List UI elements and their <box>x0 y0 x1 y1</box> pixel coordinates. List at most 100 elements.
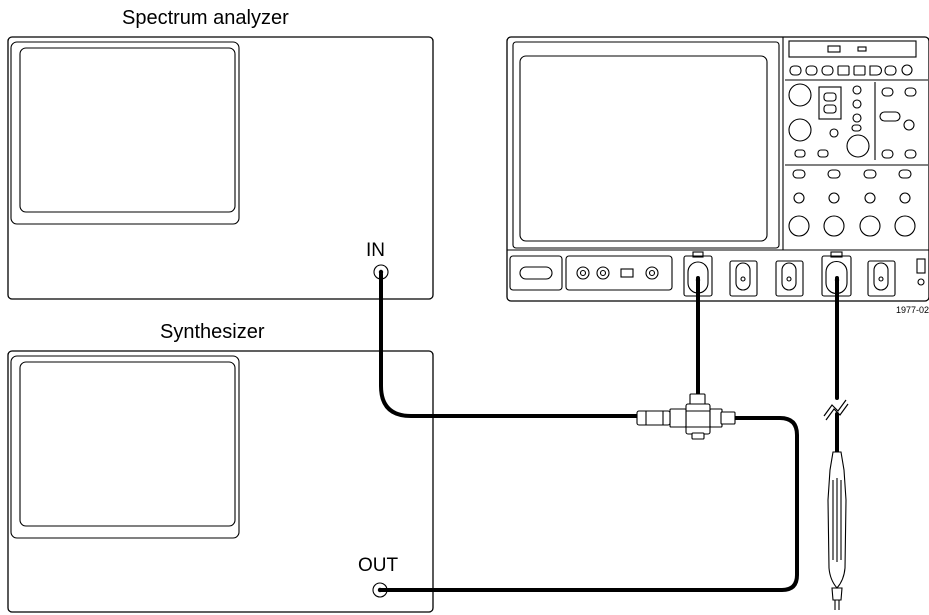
spectrum-analyzer-screen <box>19 47 236 213</box>
oscilloscope-button <box>823 104 837 114</box>
oscilloscope-aux-connector <box>599 269 607 277</box>
bnc-plug <box>636 410 671 426</box>
oscilloscope-knob-small <box>852 113 862 123</box>
oscilloscope-side-slot <box>916 258 926 274</box>
oscilloscope-button <box>851 124 862 132</box>
oscilloscope-aux-connector <box>579 269 587 277</box>
oscilloscope-ch4-bnc <box>825 261 848 294</box>
oscilloscope-button <box>837 65 850 76</box>
oscilloscope-knob-small <box>852 85 862 95</box>
oscilloscope-control-header <box>788 40 917 58</box>
analyzer-cable <box>379 272 644 418</box>
oscilloscope-ch2-bnc <box>735 262 751 291</box>
oscilloscope-channel-knob-small <box>828 192 840 204</box>
cable-break-icon <box>825 403 849 421</box>
oscilloscope-button <box>823 92 837 102</box>
port-dot <box>834 277 840 283</box>
oscilloscope-screen <box>519 55 768 242</box>
synthesizer-chassis <box>7 350 434 613</box>
oscilloscope-power-button <box>519 266 553 280</box>
oscilloscope-indicator <box>857 46 867 52</box>
oscilloscope-ch4-input <box>830 251 843 258</box>
oscilloscope-channel-knob-small <box>899 192 911 204</box>
oscilloscope-button <box>805 65 818 76</box>
oscilloscope-channel-button <box>863 169 877 179</box>
oscilloscope-ch3-bnc <box>786 276 792 282</box>
oscilloscope-aux-panel <box>565 255 673 291</box>
oscilloscope-display-module <box>818 86 842 120</box>
oscilloscope-button <box>817 149 829 158</box>
oscilloscope-chassis <box>506 36 929 302</box>
oscilloscope-button <box>904 87 917 97</box>
synthesizer-screen-bezel <box>10 355 240 539</box>
oscilloscope-aux-port <box>620 268 634 278</box>
synthesizer-title: Synthesizer <box>160 321 265 343</box>
oscilloscope-button <box>794 149 806 158</box>
oscilloscope-ch5-bnc <box>878 276 884 282</box>
oscilloscope-button <box>869 65 883 76</box>
oscilloscope-power-panel <box>509 255 563 291</box>
oscilloscope-aux-connector <box>576 266 590 280</box>
oscilloscope-channel-knob <box>859 215 881 237</box>
oscilloscope-button <box>881 87 894 97</box>
synthesizer: Synthesizer OUT <box>7 321 434 613</box>
oscilloscope-side-connector <box>917 278 925 286</box>
oscilloscope-ch1-bnc <box>687 261 709 294</box>
port-dot <box>377 587 383 593</box>
oscilloscope-knob-small <box>903 119 915 131</box>
tee-body <box>685 403 711 435</box>
oscilloscope-channel-knob <box>788 215 810 237</box>
oscilloscope-ch3-input <box>775 260 804 297</box>
oscilloscope-ch2-bnc <box>740 276 746 282</box>
port-dot <box>695 277 701 283</box>
oscilloscope-aux-connector <box>645 266 659 280</box>
spectrum-analyzer-title: Spectrum analyzer <box>122 7 289 29</box>
oscilloscope-button <box>884 65 897 76</box>
oscilloscope-button <box>881 149 894 159</box>
tee-left-arm <box>669 408 687 428</box>
synthesizer-screen <box>19 361 236 527</box>
oscilloscope-button <box>904 149 917 159</box>
oscilloscope-indicator <box>827 45 841 53</box>
oscilloscope-channel-controls <box>788 169 916 237</box>
synthesizer-cable <box>378 416 799 592</box>
spectrum-analyzer: Spectrum analyzer IN <box>7 7 434 300</box>
oscilloscope-ch1-input <box>692 251 704 258</box>
oscilloscope-screen-bezel <box>512 41 780 249</box>
probe-tip <box>831 587 843 601</box>
oscilloscope-aux-connector <box>648 269 656 277</box>
oscilloscope: 1977-024 <box>506 36 929 315</box>
port-dot <box>378 269 384 275</box>
oscilloscope-ch5-bnc <box>873 262 889 291</box>
tee-right-arm <box>709 408 723 428</box>
oscilloscope-ch5-input <box>867 260 896 297</box>
oscilloscope-button-row <box>789 64 913 76</box>
oscilloscope-knob-large <box>788 118 812 142</box>
figure-id: 1977-024 <box>896 305 929 315</box>
tee-bottom-cap <box>691 432 705 440</box>
oscilloscope-channel-knob-small <box>793 192 805 204</box>
oscilloscope-channel-inputs <box>683 251 896 297</box>
oscilloscope-knob-small <box>829 128 839 138</box>
oscilloscope-button <box>789 65 802 76</box>
oscilloscope-button <box>879 111 901 122</box>
oscilloscope-knob-small <box>852 99 862 109</box>
oscilloscope-knob-large <box>788 83 812 107</box>
cable-break-icon <box>823 399 847 417</box>
oscilloscope-ch3-bnc <box>781 262 797 291</box>
oscilloscope-channel-knob-small <box>864 192 876 204</box>
oscilloscope-channel-knob <box>823 215 845 237</box>
oscilloscope-channel-button <box>898 169 912 179</box>
synthesizer-out-label: OUT <box>358 555 399 576</box>
oscilloscope-ch2-input <box>729 260 758 297</box>
probe <box>823 399 849 610</box>
oscilloscope-channel-button <box>827 169 841 179</box>
spectrum-analyzer-screen-bezel <box>10 41 240 225</box>
oscilloscope-button <box>853 65 866 76</box>
bnc-tee-adapter <box>636 393 736 440</box>
oscilloscope-knob-large <box>846 134 870 158</box>
spectrum-analyzer-in-label: IN <box>366 240 385 261</box>
oscilloscope-channel-button <box>792 169 806 179</box>
spectrum-analyzer-chassis <box>7 36 434 300</box>
